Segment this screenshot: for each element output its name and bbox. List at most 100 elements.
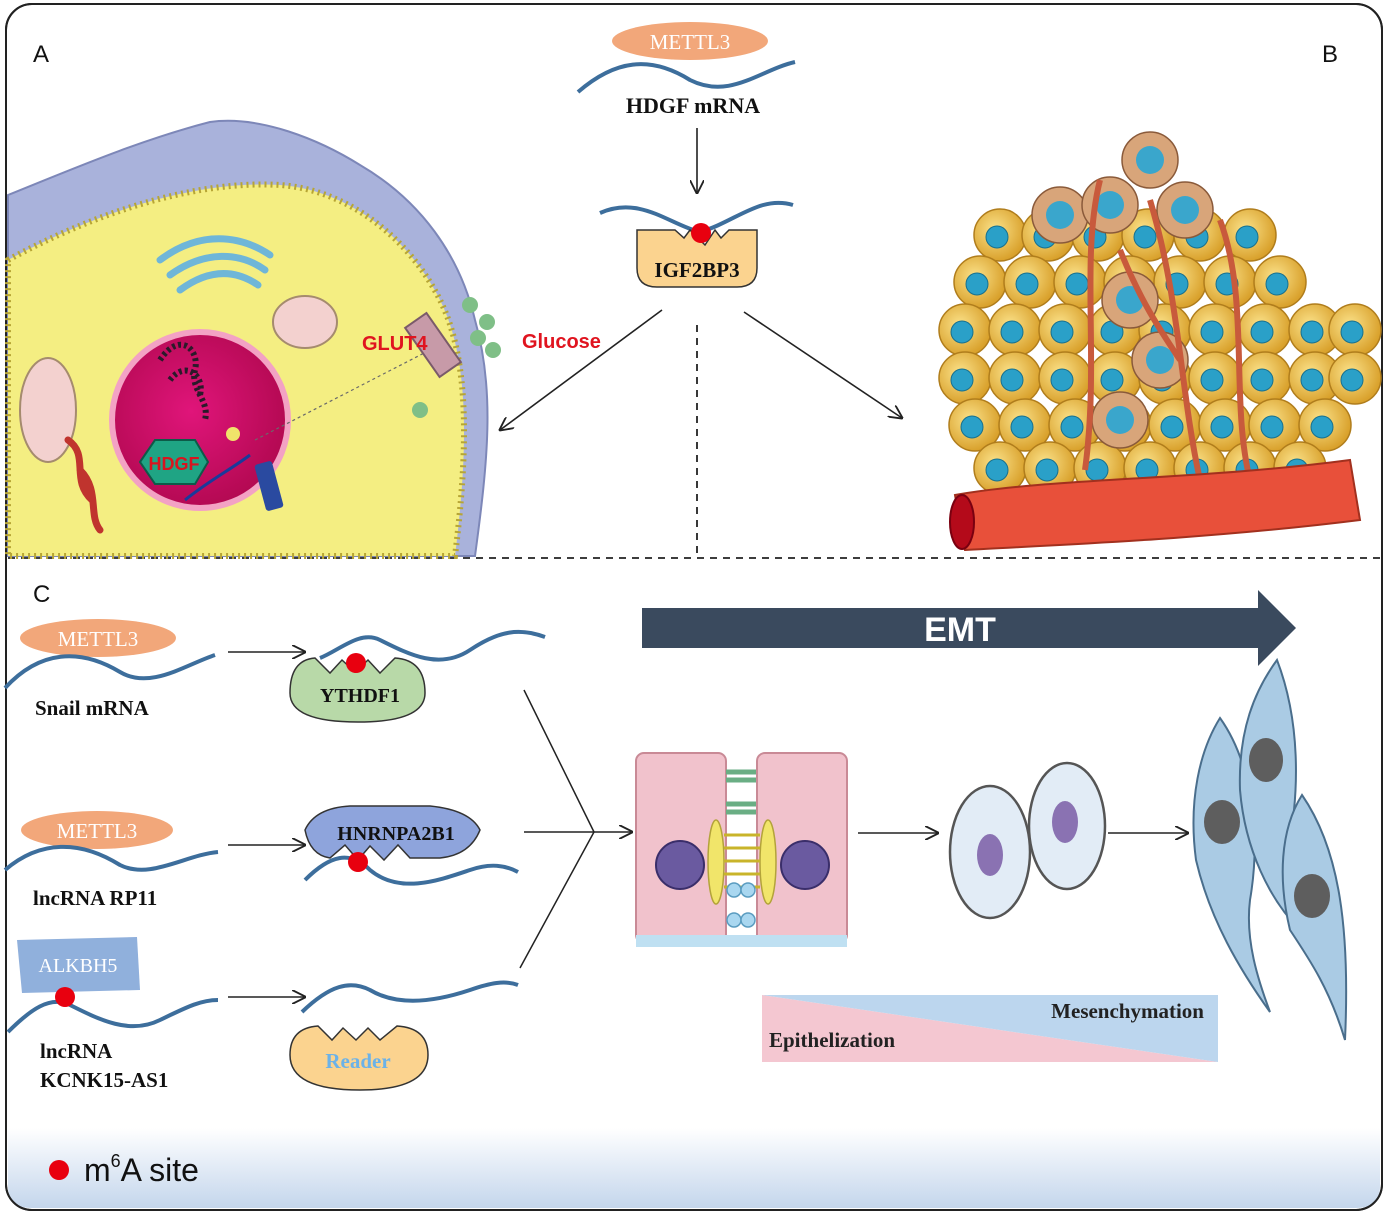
mitochondrion-2 [19,357,77,463]
emt-label: EMT [924,611,996,649]
adherens-junction-right [759,819,777,905]
tumor-cell-nucleus [1000,320,1024,344]
mesenchymal-nucleus-1 [1204,800,1240,844]
snail-mrna-strand [3,653,216,690]
endoplasmic-reticulum [64,436,104,534]
ythdf1-reader-shape [289,657,426,723]
blood-vessel-lumen [949,494,975,550]
tumor-cell-nucleus [1085,458,1109,482]
rp11-rna-label: lncRNA RP11 [33,886,157,910]
tumor-cell-nucleus [1340,368,1364,392]
invasive-cell-nucleus [1096,191,1124,219]
kcnk15-rna-strand [6,998,219,1034]
hdgf-protein [138,439,210,485]
hnrnpa2b1-reader-shape [304,805,481,862]
tumor-cell-nucleus [950,368,974,392]
rp11-rna-bound [303,855,519,886]
tumor-cell-nucleus [1265,272,1289,296]
hdgf-dna-strand [184,453,251,502]
glucose-molecule-1 [462,297,478,313]
adherens-junction-left [707,819,725,905]
emt-arrow [642,590,1296,666]
glucose-molecule-5 [412,402,428,418]
mesenchymal-nucleus-2 [1249,738,1283,782]
junction-coils [724,833,760,889]
intermediate-nucleus-right [1052,801,1078,843]
nucleolus [226,427,240,441]
tumor-cell-nucleus [1250,368,1274,392]
tight-junction [726,769,756,815]
epithelial-nucleus-right [780,840,830,890]
tumor-cell-nucleus [1015,272,1039,296]
tumor-cell-nucleus [1340,320,1364,344]
hdgf-pathway: METTL3 HDGF mRNA IGF2BP3 [500,22,902,430]
emt-banner: EMT [642,590,1296,666]
mettl3-writer-snail-label: METTL3 [58,627,138,651]
tumor-illustration [938,131,1382,552]
converging-lines [519,689,632,969]
mesenchymal-nucleus-3 [1294,874,1330,918]
intermediate-nucleus-left [977,834,1003,876]
phenotype-gradient: Mesenchymation Epithelization [762,995,1218,1062]
igf2bp3-reader-shape [636,228,758,288]
panel-label-a: A [33,41,49,68]
generic-reader-shape [289,1025,429,1091]
kcnk15-label-line2: KCNK15-AS1 [40,1068,168,1092]
glut4-label: GLUT4 [362,333,428,355]
tumor-cell-nucleus [960,415,984,439]
alkbh5-eraser [17,937,140,993]
alkbh5-eraser-label: ALKBH5 [39,955,118,977]
epithelization-label: Epithelization [769,1028,895,1052]
arrow-to-panel-b [743,311,902,418]
invasive-cell-nucleus [1106,406,1134,434]
tumor-cell-nucleus [1250,320,1274,344]
tumor-cell-nucleus [1060,415,1084,439]
glucose-molecule-4 [485,342,501,358]
invasive-cell-nucleus [1136,146,1164,174]
desmosome-1 [726,882,742,898]
mettl3-writer-snail [20,619,176,657]
glut4-transporter [403,311,463,379]
tumor-cell-nucleus [985,225,1009,249]
invasive-cell-nucleus [1171,196,1199,224]
tumor-cell-nucleus [1050,320,1074,344]
desmosome-2 [740,882,756,898]
hdgf-protein-label: HDGF [149,454,200,474]
mitochondrion-1 [272,295,338,349]
cell-illustration: HDGF GLUT4 Glucose [5,119,601,559]
generic-reader-label: Reader [325,1049,390,1073]
tumor-cell-nucleus [1050,368,1074,392]
glucose-molecule-3 [470,330,486,346]
m6a-legend-dot [49,1160,69,1180]
invasive-cell-nucleus [1046,201,1074,229]
igf2bp3-reader-label: IGF2BP3 [654,258,739,282]
tumor-cell-nucleus [1035,458,1059,482]
tumor-cell-nucleus [1010,415,1034,439]
m6a-site-kcnk15 [55,987,75,1007]
mettl3-writer-rp11-label: METTL3 [57,819,137,843]
epithelial-cell-pair [635,752,848,947]
m6a-site-snail [346,653,366,673]
chromatin [157,341,209,421]
glucose-molecule-2 [479,314,495,330]
panel-label-b: B [1322,41,1338,68]
desmosome-3 [726,912,742,928]
m6a-site-dot [691,223,711,243]
tumor-cell-nucleus [1133,225,1157,249]
kcnk15-rna-unbound [300,980,519,1014]
mettl3-writer-top-label: METTL3 [650,30,730,54]
tumor-cell-nucleus [1200,320,1224,344]
snail-mrna-bound [319,629,546,662]
kcnk15-row: ALKBH5 lncRNA KCNK15-AS1 Reader [6,937,519,1092]
mesenchymation-wedge [762,995,1218,1062]
legend: m6A site [49,1151,199,1188]
tumor-cell-nucleus [1000,368,1024,392]
transcript-channel [254,461,284,511]
tumor-cell-nucleus [1160,415,1184,439]
tumor-cell-nucleus [1310,415,1334,439]
rp11-rna-strand [3,844,219,872]
arrow-to-panel-a [500,309,663,430]
epithelial-nucleus-left [655,840,705,890]
